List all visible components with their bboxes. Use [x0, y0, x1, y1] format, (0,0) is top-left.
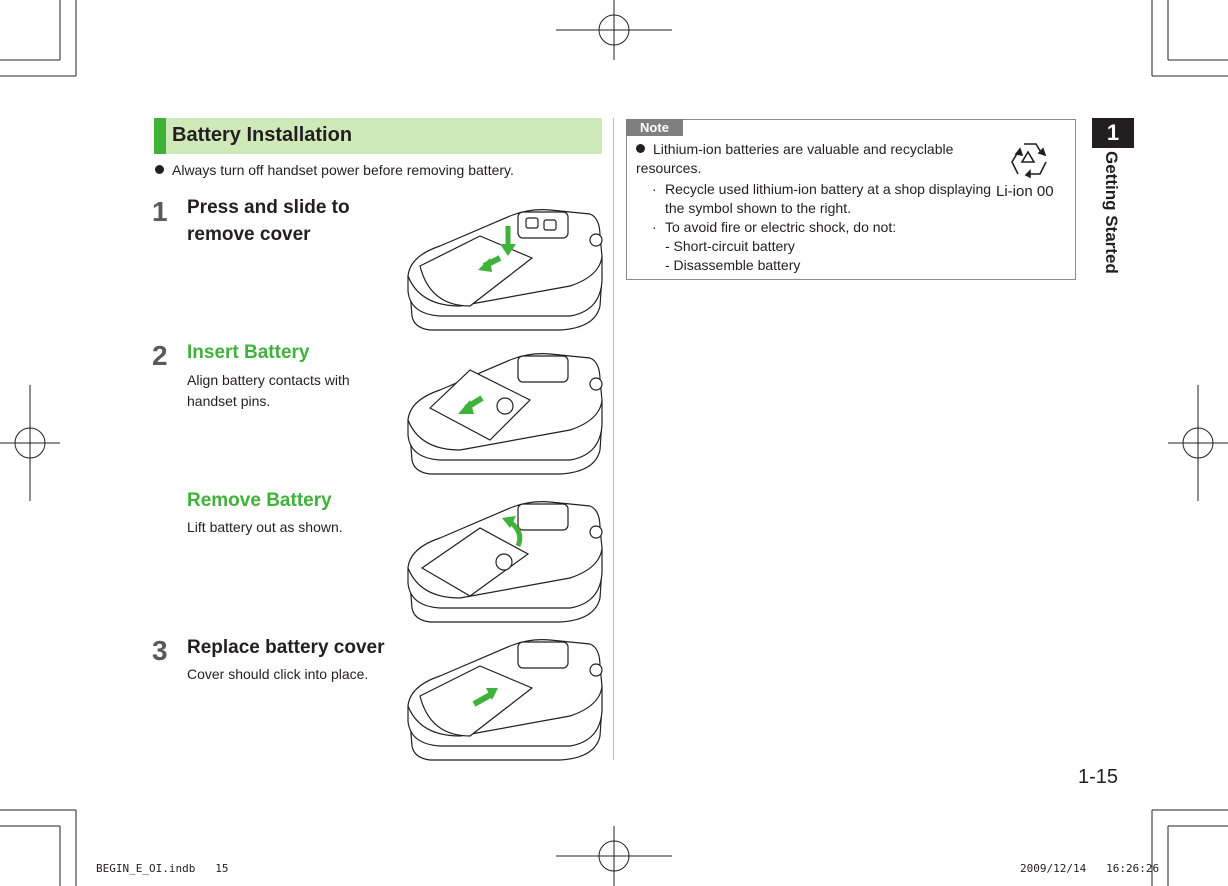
phone-remove-cover-illustration	[407, 209, 603, 331]
step-2-desc: Align battery contacts with handset pins…	[187, 370, 350, 412]
li-ion-label: Li-ion 00	[996, 183, 1054, 200]
step-3-desc: Cover should click into place.	[187, 666, 369, 682]
note-sub-1-line2: the symbol shown to the right.	[665, 200, 851, 216]
step-1-number: 1	[152, 196, 168, 227]
page-number: 1-15	[1078, 766, 1119, 788]
phone-insert-battery-illustration	[407, 353, 603, 475]
step-2-number: 2	[152, 340, 168, 371]
note-box	[626, 119, 1076, 280]
bullet-icon	[155, 165, 164, 174]
section-header-accent	[154, 118, 166, 154]
step-2-desc-line2: handset pins.	[187, 393, 271, 409]
phone-replace-cover-illustration	[407, 639, 603, 761]
step-1-title: Press and slide to remove cover	[187, 194, 350, 248]
step-1-title-line1: Press and slide to	[187, 197, 350, 218]
step-2-title: Insert Battery	[187, 342, 310, 363]
recycle-icon	[1011, 143, 1047, 179]
remove-battery-desc: Lift battery out as shown.	[187, 519, 343, 535]
note-bullet-text: Lithium-ion batteries are valuable and r…	[636, 141, 954, 176]
column-divider	[613, 118, 614, 760]
registration-mark-bottom	[556, 826, 672, 886]
note-tab: Note	[626, 119, 683, 136]
registration-mark-top	[556, 0, 672, 60]
intro-bullet: Always turn off handset power before rem…	[155, 162, 514, 178]
note-sub-1: ·	[652, 180, 657, 199]
note-sub-1-line1: Recycle used lithium-ion battery at a sh…	[665, 181, 992, 197]
step-3-title: Replace battery cover	[187, 637, 385, 658]
note-sub-4: - Disassemble battery	[665, 257, 801, 273]
chapter-title-text: Getting Started	[1102, 151, 1121, 274]
section-title: Battery Installation	[172, 124, 353, 146]
registration-mark-left	[0, 385, 60, 501]
note-sub-1-text: Recycle used lithium-ion battery at a sh…	[665, 180, 991, 218]
print-slug-left: BEGIN_E_OI.indb 15	[96, 862, 229, 875]
note-bullet: Lithium-ion batteries are valuable and r…	[636, 140, 976, 178]
middle-dot-icon: ·	[652, 181, 657, 197]
phone-remove-battery-illustration	[407, 501, 603, 623]
note-sub-2: To avoid fire or electric shock, do not:	[665, 219, 897, 235]
registration-mark-right	[1168, 385, 1228, 501]
step-3-number: 3	[152, 635, 168, 666]
chapter-title: Getting Started	[1101, 151, 1121, 281]
step-1-title-line2: remove cover	[187, 224, 311, 245]
middle-dot-icon: ·	[652, 219, 657, 235]
bullet-icon	[636, 144, 645, 153]
remove-battery-title: Remove Battery	[187, 490, 332, 511]
chapter-number: 1	[1092, 118, 1134, 148]
note-sub-3: - Short-circuit battery	[665, 238, 795, 254]
step-2-desc-line1: Align battery contacts with	[187, 372, 350, 388]
section-header: Battery Installation	[154, 118, 602, 154]
intro-bullet-text: Always turn off handset power before rem…	[172, 162, 514, 178]
note-sub-2-dot: ·	[652, 218, 657, 237]
print-slug-right: 2009/12/14 16:26:26	[1020, 862, 1160, 875]
